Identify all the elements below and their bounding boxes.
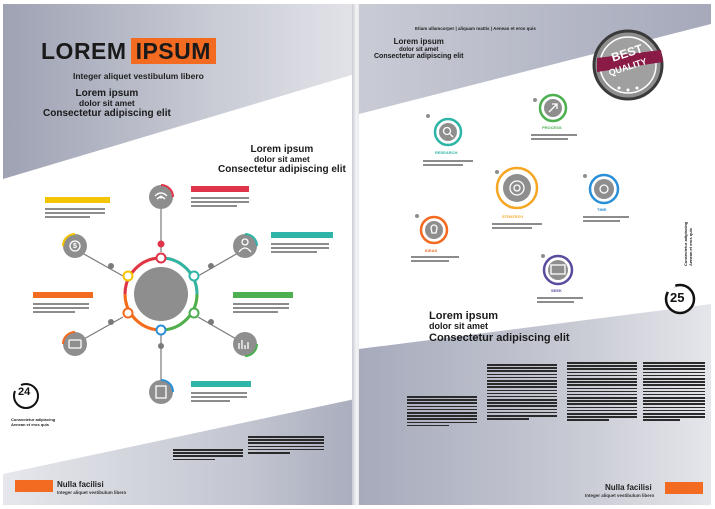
text-lines xyxy=(271,243,329,255)
body-text-column xyxy=(248,436,324,455)
text-lines xyxy=(191,392,247,404)
heading-block-top: Lorem ipsum dolor sit amet Consectetur a… xyxy=(43,88,171,120)
best-quality-stamp xyxy=(592,29,664,101)
label-bar-orange xyxy=(33,292,93,298)
node-text xyxy=(411,256,459,264)
badge-25-caption: Consectetur adipiscing Aenean et eros qu… xyxy=(683,221,694,266)
hub-infographic: $ xyxy=(62,184,258,404)
node-label-research: RESEARCH xyxy=(435,150,458,155)
badge-24-caption: Consectetur adipiscing Aenean et eros qu… xyxy=(11,417,56,428)
left-page-background xyxy=(3,4,355,505)
text-lines xyxy=(45,208,105,220)
node-label-strategy: STRATEGY xyxy=(502,214,524,219)
svg-text:$: $ xyxy=(73,243,77,250)
footer-subtitle: Integer aliquet vestibulum libero xyxy=(57,490,127,495)
badge-24-number: 24 xyxy=(18,386,31,398)
heading-block-mid-right: Lorem ipsum dolor sit amet Consectetur a… xyxy=(429,310,570,344)
node-label-seek: SEEK xyxy=(551,288,562,293)
body-text-column xyxy=(407,396,477,428)
heading-block-mid: Lorem ipsum dolor sit amet Consectetur a… xyxy=(218,144,346,176)
node-label-ideas: IDEAS xyxy=(425,248,438,253)
node-label-process: PROCESS xyxy=(542,125,562,130)
footer-title-right: Nulla facilisi xyxy=(605,483,652,492)
page-subtitle: Integer aliquet vestibulum libero xyxy=(73,71,204,81)
footer-subtitle-right: Integer aliquet vestibulum libero xyxy=(585,493,655,498)
node-label-time: TIME xyxy=(597,207,607,212)
badge-25-number: 25 xyxy=(670,290,685,305)
badge-24-icon xyxy=(13,383,39,409)
dollar-icon-node xyxy=(63,234,87,258)
label-bar-green xyxy=(233,292,293,298)
text-lines xyxy=(233,303,289,315)
heading-block-top-right: Lorem ipsum dolor sit amet Consectetur a… xyxy=(374,37,464,61)
footer-accent-bar-right xyxy=(665,482,703,494)
document-icon-node xyxy=(149,380,173,404)
label-bar-red xyxy=(191,186,249,192)
body-text-column xyxy=(173,449,243,462)
node-text xyxy=(531,134,577,142)
node-text xyxy=(583,216,629,224)
label-bar-teal xyxy=(271,232,333,238)
chat-icon-node xyxy=(63,332,87,356)
body-text-column xyxy=(643,362,705,423)
node-text xyxy=(537,297,583,305)
badge-25-icon xyxy=(664,283,696,315)
text-lines xyxy=(33,303,89,315)
hub-center xyxy=(134,267,188,321)
node-text xyxy=(492,223,542,231)
footer-title: Nulla facilisi xyxy=(57,480,104,489)
text-lines xyxy=(191,197,249,209)
right-page: Etiam ullamcorper | aliquam mattis | Aen… xyxy=(359,4,711,505)
node-text xyxy=(423,160,473,168)
process-infographic xyxy=(415,93,620,286)
label-bar-yellow xyxy=(45,197,110,203)
chart-icon-node xyxy=(233,332,257,356)
body-text-column xyxy=(487,364,557,421)
body-text-column xyxy=(567,362,637,423)
label-bar-blue xyxy=(191,381,251,387)
book-spine xyxy=(352,4,362,505)
header-line: Etiam ullamcorper | aliquam mattis | Aen… xyxy=(415,26,536,31)
footer-accent-bar xyxy=(15,480,53,492)
